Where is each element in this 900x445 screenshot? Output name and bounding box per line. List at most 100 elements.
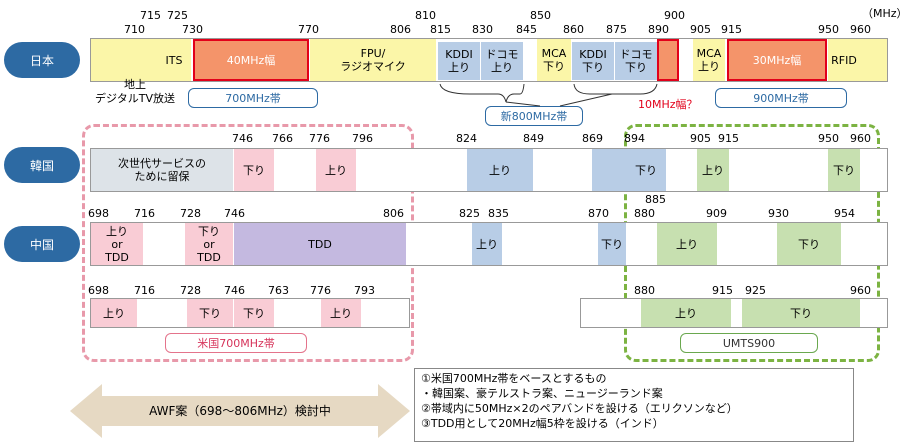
block-10mhz	[657, 39, 679, 81]
fpu-block: FPU/ ラジオマイク	[310, 39, 436, 81]
china-up-800-block: 上り	[472, 223, 502, 265]
awf-arrow-icon	[70, 384, 410, 438]
us-tick: 728	[180, 284, 201, 297]
us-up-1-block: 上り	[91, 299, 137, 327]
jp-tick: 860	[563, 23, 584, 36]
umts900-label: UMTS900	[680, 333, 818, 353]
mca-up-block: MCA 上り	[693, 39, 725, 81]
notes-box: ①米国700MHz帯をベースとするもの ・韓国案、豪テルストラ案、ニュージーラン…	[414, 368, 854, 442]
docomo-down-block: ドコモ 下り	[615, 42, 657, 80]
block-40mhz: 40MHz幅	[193, 39, 309, 81]
jp-tick: 950	[818, 23, 839, 36]
band-900-label: 900MHz帯	[715, 88, 847, 108]
us700-label: 米国700MHz帯	[165, 333, 307, 353]
docomo-up-block: ドコモ 上り	[481, 42, 523, 80]
us-tick: 746	[224, 284, 245, 297]
kr-tick: 869	[582, 132, 603, 145]
kr-tick: 849	[523, 132, 544, 145]
us-tick: 776	[310, 284, 331, 297]
band-800-label: 新800MHz帯	[485, 106, 583, 126]
kr-tick: 905	[690, 132, 711, 145]
note-line: ①米国700MHz帯をベースとするもの	[421, 372, 607, 385]
jp-tick: 710	[124, 23, 145, 36]
country-china: 中国	[4, 226, 80, 262]
kr-tick: 894	[624, 132, 645, 145]
cn-tick: 716	[134, 207, 155, 220]
kr-tick: 915	[718, 132, 739, 145]
us-tick: 698	[88, 284, 109, 297]
kddi-up-block: KDDI 上り	[438, 42, 480, 80]
kddi-down-block: KDDI 下り	[572, 42, 614, 80]
jp-tick: 815	[430, 23, 451, 36]
cn-tick: 870	[588, 207, 609, 220]
its-block: ITS	[157, 39, 191, 81]
jp-tick: 830	[472, 23, 493, 36]
jp-tick: 960	[850, 23, 871, 36]
us-tick: 793	[354, 284, 375, 297]
mca-down-block: MCA 下り	[537, 39, 571, 81]
jp-tick: 730	[182, 23, 203, 36]
kr-tick: 766	[272, 132, 293, 145]
jp-tick: 875	[606, 23, 627, 36]
note-line: ③TDD用として20MHz幅5枠を設ける（インド）	[421, 417, 664, 430]
umts-tick: 960	[850, 284, 871, 297]
cn-tick: 698	[88, 207, 109, 220]
jp-tick: 725	[167, 9, 188, 22]
gap-block	[147, 39, 157, 81]
china-up-900-block: 上り	[657, 223, 717, 265]
q10-label: 10MHz幅？	[638, 98, 698, 111]
dtv-label: 地上 デジタルTV放送	[94, 78, 176, 105]
kr-tick: 824	[456, 132, 477, 145]
korea-reserve-block: 次世代サービスの ために留保	[91, 149, 233, 191]
umts-up-block: 上り	[641, 299, 731, 327]
cn-tick: 885	[645, 193, 666, 206]
us-up-2-block: 上り	[321, 299, 361, 327]
cn-tick: 835	[488, 207, 509, 220]
korea-down-900-block: 下り	[828, 149, 860, 191]
korea-down-800-block: 下り	[626, 149, 666, 191]
cn-tick: 806	[383, 207, 404, 220]
us-tick: 763	[268, 284, 289, 297]
kr-tick: 796	[352, 132, 373, 145]
korea-up-block: 上り	[316, 149, 356, 191]
china-down-900-block: 下り	[777, 223, 841, 265]
china-down-800-block: 下り	[598, 223, 626, 265]
jp-tick: 806	[390, 23, 411, 36]
korea-up-800-block: 上り	[467, 149, 533, 191]
cn-tick: 954	[834, 207, 855, 220]
jp-tick: 810	[415, 9, 436, 22]
jp-tick: 770	[298, 23, 319, 36]
kr-tick: 950	[818, 132, 839, 145]
us-down-1-block: 下り	[187, 299, 233, 327]
cn-tick: 880	[634, 207, 655, 220]
umts-tick: 915	[712, 284, 733, 297]
kr-tick: 746	[232, 132, 253, 145]
band-700-label: 700MHz帯	[188, 88, 318, 108]
umts-down-block: 下り	[742, 299, 860, 327]
kr-tick: 960	[850, 132, 871, 145]
country-korea: 韓国	[4, 147, 80, 183]
end-block	[860, 39, 887, 81]
korea-down-block: 下り	[234, 149, 274, 191]
awf-label: AWF案（698～806MHz）検討中	[149, 404, 331, 418]
cn-tick: 746	[224, 207, 245, 220]
rfid-block: RFID	[828, 39, 860, 81]
china-up-or-tdd-block: 上り or TDD	[91, 223, 143, 265]
korea-up-900-block: 上り	[697, 149, 729, 191]
jp-tick: 905	[690, 23, 711, 36]
umts-tick: 925	[745, 284, 766, 297]
jp-tick: 915	[721, 23, 742, 36]
country-japan: 日本	[4, 42, 80, 78]
cn-tick: 930	[768, 207, 789, 220]
china-tdd-block: TDD	[234, 223, 406, 265]
umts-tick: 880	[634, 284, 655, 297]
cn-tick: 728	[180, 207, 201, 220]
us-down-2-block: 下り	[234, 299, 274, 327]
korea-fill-block	[592, 149, 626, 191]
jp-tick: 890	[648, 23, 669, 36]
jp-tick: 715	[140, 9, 161, 22]
note-line: ・韓国案、豪テルストラ案、ニュージーランド案	[421, 387, 663, 400]
block-30mhz: 30MHz幅	[727, 39, 827, 81]
